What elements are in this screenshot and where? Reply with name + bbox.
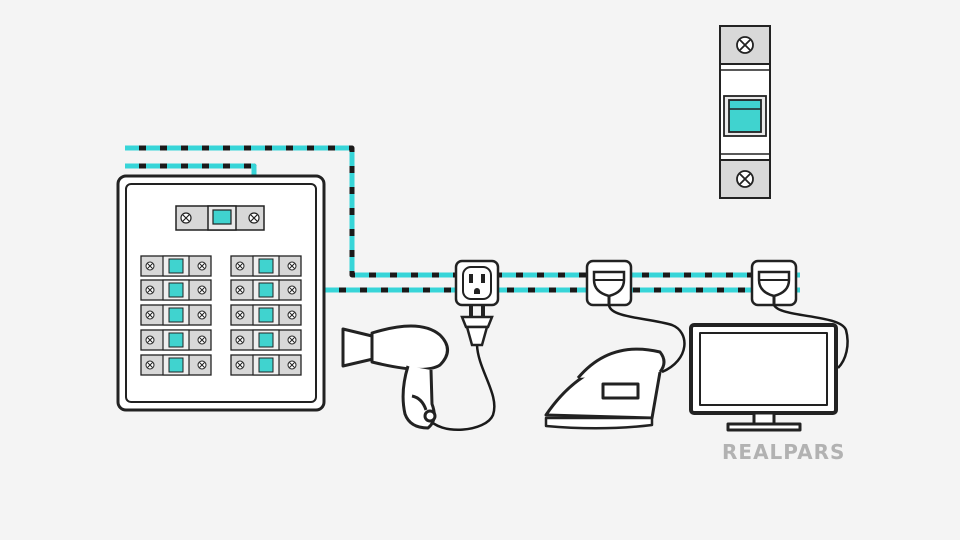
branch-breaker[interactable]	[140, 279, 212, 301]
branch-breaker[interactable]	[230, 329, 302, 351]
branch-breaker[interactable]	[140, 255, 212, 277]
appliance-cords	[426, 304, 849, 431]
circuit-breaker-detail	[719, 25, 771, 199]
breaker-toggle[interactable]	[258, 282, 274, 298]
breaker-toggle[interactable]	[168, 282, 184, 298]
branch-breaker[interactable]	[140, 329, 212, 351]
hair-dryer-icon	[341, 324, 449, 430]
breaker-toggle[interactable]	[258, 332, 274, 348]
breaker-toggle[interactable]	[258, 258, 274, 274]
breaker-toggle[interactable]	[258, 307, 274, 323]
plugged-outlet	[750, 259, 798, 307]
receptacle-outlet	[454, 259, 500, 307]
breaker-toggle[interactable]	[168, 357, 184, 373]
branch-breaker[interactable]	[140, 354, 212, 376]
tv-monitor-icon	[689, 323, 838, 432]
branch-breaker[interactable]	[140, 304, 212, 326]
main-breaker[interactable]	[175, 205, 265, 231]
iron-icon	[544, 347, 666, 430]
realpars-logo: REALPARS	[722, 440, 846, 464]
branch-breaker[interactable]	[230, 304, 302, 326]
breaker-toggle[interactable]	[168, 258, 184, 274]
branch-breaker[interactable]	[230, 354, 302, 376]
branch-breakers	[140, 255, 302, 376]
plugged-outlet	[585, 259, 633, 307]
breaker-toggle[interactable]	[258, 357, 274, 373]
breaker-toggle[interactable]	[168, 307, 184, 323]
plug-icon	[460, 306, 494, 347]
breaker-toggle[interactable]	[168, 332, 184, 348]
breaker-panel	[116, 174, 326, 412]
breaker-toggle[interactable]	[728, 99, 762, 133]
branch-breaker[interactable]	[230, 279, 302, 301]
branch-breaker[interactable]	[230, 255, 302, 277]
